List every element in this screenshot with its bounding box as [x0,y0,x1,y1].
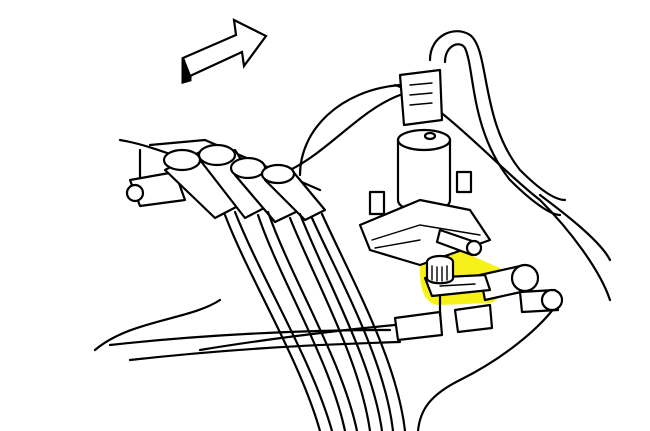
vacuum-lines [198,228,564,352]
plug-boot [125,170,187,208]
wire-harness [398,30,567,217]
engine-outline [93,83,612,431]
clamp-bracket [423,254,492,317]
spark-plug-wires [125,138,407,431]
plug-boot [260,163,327,222]
stud-bolt [368,190,386,216]
plug-boot [229,156,302,224]
stud-bolt [455,170,473,194]
direction-arrow-icon [181,18,268,84]
electrical-connector [398,68,444,127]
plug-boot [197,143,272,220]
solenoid [358,128,492,267]
